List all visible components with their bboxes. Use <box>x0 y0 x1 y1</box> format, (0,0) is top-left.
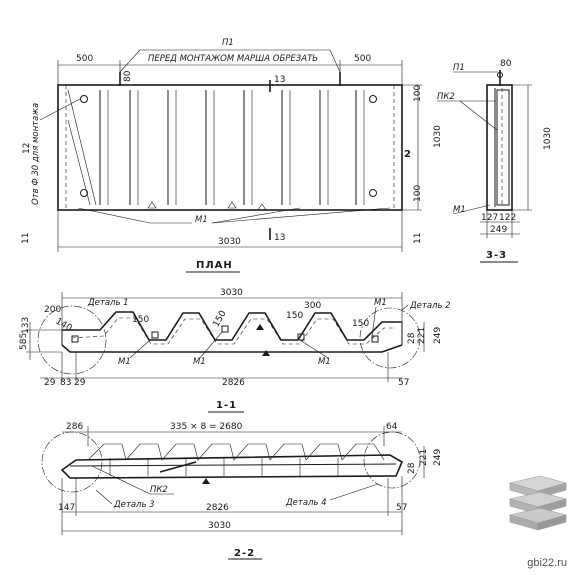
section22-title: 2-2 <box>234 548 255 559</box>
section22-dim-147: 147 <box>58 503 75 513</box>
section22-dim-steps: 335 × 8 = 2680 <box>170 422 243 432</box>
plan-cut-note: ПЕРЕД МОНТАЖОМ МАРША ОБРЕЗАТЬ <box>148 54 318 64</box>
section11-dim-150-a: 150 <box>132 315 149 325</box>
mounting-hole <box>369 189 377 197</box>
section22-dim-28: 28 <box>407 462 417 474</box>
section33-dim-127: 127 <box>481 213 498 223</box>
section22-dim-57: 57 <box>396 503 407 513</box>
section33-body <box>486 84 513 211</box>
plan-title: ПЛАН <box>196 260 233 271</box>
section22-dim-2826: 2826 <box>206 503 229 513</box>
section11-dim-57: 57 <box>398 378 409 388</box>
stacked-slabs-icon <box>508 475 568 531</box>
section11-dim-150-d: 150 <box>352 319 369 329</box>
plan-section-13-top: 13 <box>274 75 285 85</box>
section11-step-profile <box>62 311 402 341</box>
section11-dim-133: 133 <box>21 317 31 334</box>
section-1-1: 3030 Деталь 1 Деталь 2 200 140 150 150 1… <box>19 288 451 413</box>
plan-mark-m1: М1 <box>195 215 208 225</box>
plan-section-12: 12 <box>22 143 32 154</box>
mounting-hole <box>80 189 88 197</box>
section11-mark-m1-d: М1 <box>374 298 387 308</box>
section-3-3: П1 80 ПК2 М1 1030 127 122 249 3-3 <box>437 59 553 263</box>
plan-section-11-right: 11 <box>413 233 423 244</box>
section33-part-m1: М1 <box>453 205 466 215</box>
detail-2-circle <box>359 307 421 369</box>
plan-section-11: 11 <box>21 233 31 244</box>
section33-dim-122: 122 <box>499 213 516 223</box>
plan-dim-100-bottom: 100 <box>413 185 423 202</box>
plan-hole-note: Отв Ф 30 для монтажа <box>31 103 41 205</box>
section22-part-pk2: ПК2 <box>150 485 168 495</box>
plan-outline <box>57 84 403 211</box>
section11-dim-29b: 29 <box>74 378 86 388</box>
section11-dim-28: 28 <box>407 332 417 344</box>
plan-dim-left: 500 <box>76 54 93 64</box>
section11-mark-m1-b: М1 <box>193 357 206 367</box>
section11-dim-249: 249 <box>433 327 443 344</box>
plan-section-13-bottom: 13 <box>274 233 285 243</box>
section22-dim-64: 64 <box>386 422 398 432</box>
section11-detail2: Деталь 2 <box>409 301 451 311</box>
plan-view: 500 500 80 П1 ПЕРЕД МОНТАЖОМ МАРША ОБРЕЗ… <box>21 38 443 273</box>
detail-4-circle <box>363 431 421 489</box>
section-2-2: 286 335 × 8 = 2680 64 ПК2 Деталь 3 Детал… <box>41 422 443 560</box>
section11-dim-29a: 29 <box>44 378 56 388</box>
mounting-hole <box>80 95 88 103</box>
watermark-text: gbi22.ru <box>527 557 567 569</box>
section11-dim-200: 200 <box>44 305 61 315</box>
plan-dim-80: 80 <box>123 70 133 82</box>
section11-mark-m1-c: М1 <box>318 357 331 367</box>
section11-dim-140: 140 <box>54 317 74 334</box>
section11-detail1: Деталь 1 <box>87 298 129 308</box>
section33-dim-249: 249 <box>490 225 507 235</box>
detail-1-circle <box>37 305 107 375</box>
section11-dim-total: 3030 <box>220 288 243 298</box>
section22-dim-3030: 3030 <box>208 521 231 531</box>
section11-dim-585: 585 <box>19 333 29 350</box>
section11-dim-300: 300 <box>304 301 321 311</box>
section33-title: 3-3 <box>486 250 507 261</box>
section33-dim-1030: 1030 <box>543 127 553 150</box>
section22-detail4: Деталь 4 <box>285 498 327 508</box>
plan-dim-100-top: 100 <box>413 85 423 102</box>
plan-section-2: 2 <box>404 149 412 160</box>
section11-dim-inner: 2826 <box>222 378 245 388</box>
detail-3-circle <box>41 431 103 493</box>
plan-dim-right: 500 <box>354 54 371 64</box>
plan-steps <box>99 90 365 205</box>
section11-dim-150-c: 150 <box>286 311 303 321</box>
section33-part-pk2: ПК2 <box>437 92 455 102</box>
section11-mark-m1-a: М1 <box>118 357 131 367</box>
section33-dim-80: 80 <box>500 59 512 69</box>
section22-slab <box>60 454 404 479</box>
section11-title: 1-1 <box>216 400 237 411</box>
plan-part-p1: П1 <box>222 38 234 48</box>
section22-detail3: Деталь 3 <box>113 500 155 510</box>
plan-dim-total: 3030 <box>218 237 241 247</box>
plan-dim-height: 1030 <box>433 125 443 148</box>
section22-dim-286: 286 <box>66 422 83 432</box>
mounting-hole <box>369 95 377 103</box>
section22-dim-249: 249 <box>433 449 443 466</box>
section11-dim-83: 83 <box>60 378 71 388</box>
section33-part-p1: П1 <box>453 63 465 73</box>
section11-dim-221: 221 <box>417 327 427 344</box>
